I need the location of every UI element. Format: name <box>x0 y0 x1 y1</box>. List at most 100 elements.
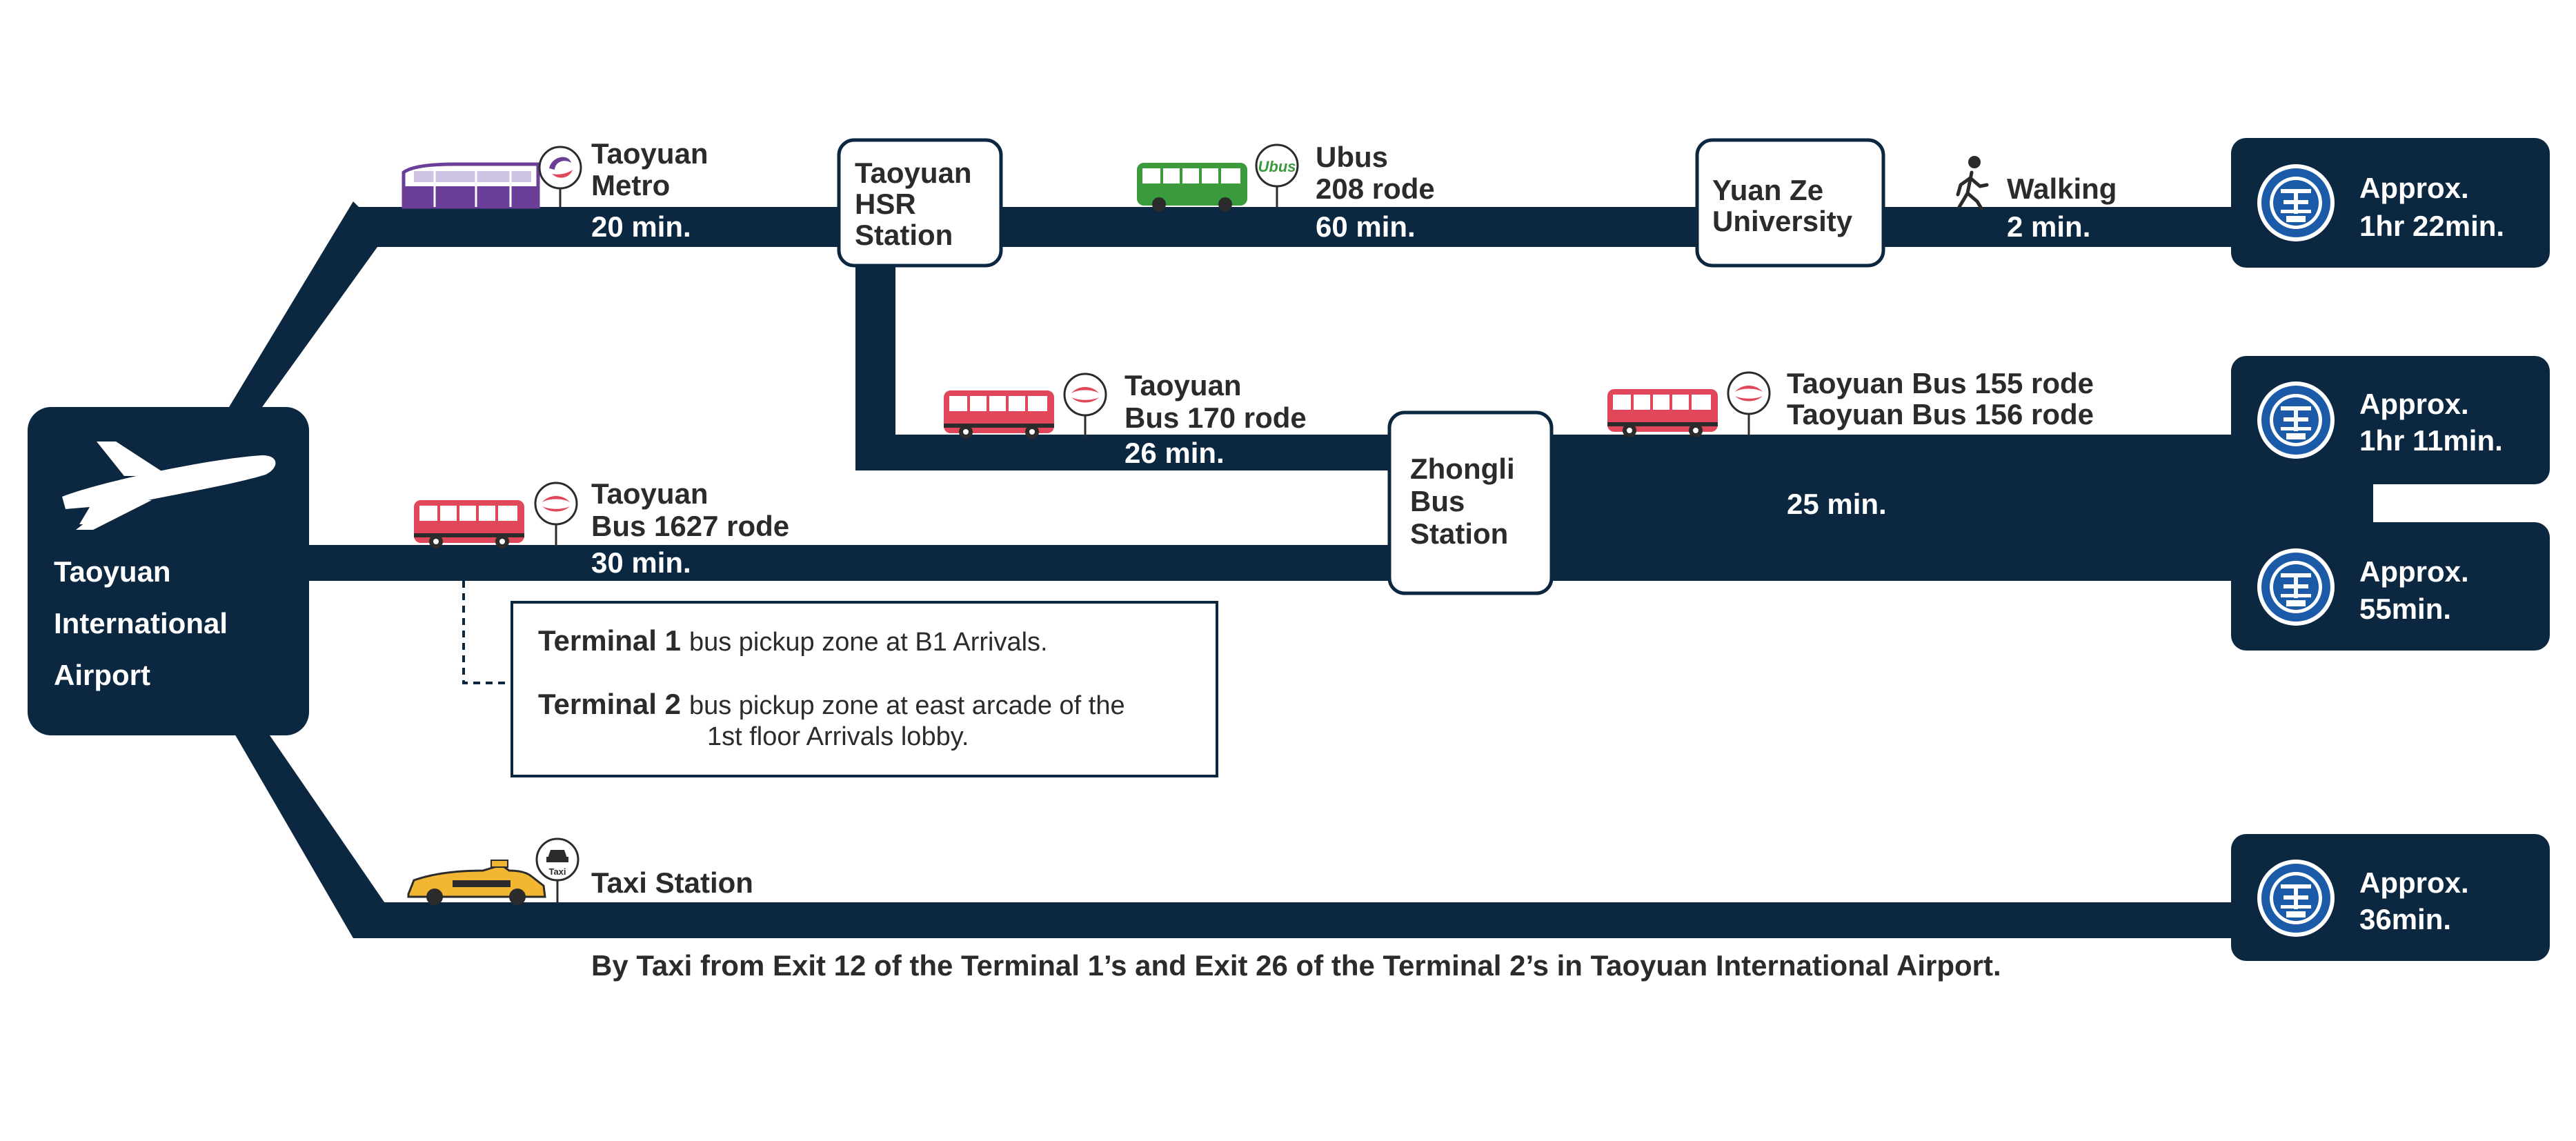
svg-text:25 min.: 25 min. <box>1787 488 1887 520</box>
airplane-icon <box>62 441 276 530</box>
metro-label-2: Metro <box>591 169 670 201</box>
svg-text:Station: Station <box>855 219 953 251</box>
airport-node: Taoyuan International Airport <box>28 407 309 735</box>
hsr-label-2: HSR <box>855 188 916 220</box>
svg-text:26 min.: 26 min. <box>1124 437 1225 469</box>
svg-text:Taxi: Taxi <box>548 866 566 877</box>
metro-time: 20 min. <box>591 210 691 243</box>
taxi-sign-icon: Taxi <box>535 837 579 902</box>
bus-170-label-2: Bus 170 rode <box>1124 401 1307 434</box>
svg-text:University: University <box>1712 205 1853 237</box>
note-terminal-2-text: bus pickup zone at east arcade of the <box>689 691 1125 720</box>
svg-text:Ubus: Ubus <box>1316 141 1388 173</box>
bus-1627-sign-icon <box>534 482 578 548</box>
svg-text:Yuan Ze: Yuan Ze <box>1712 174 1823 206</box>
route-lines <box>228 201 2459 938</box>
destination-4-label-1: Approx. <box>2359 866 2469 899</box>
walking-icon <box>1956 156 1989 210</box>
bus-1627-time: 30 min. <box>591 546 691 579</box>
taxi-car-icon <box>407 860 546 905</box>
hsr-station-node: Taoyuan HSR Station <box>837 138 1003 268</box>
walking-time: 2 min. <box>2007 210 2090 243</box>
university-seal-icon <box>2257 164 2335 241</box>
svg-text:Taoyuan: Taoyuan <box>855 157 972 189</box>
bus-170-time: 26 min. <box>1124 437 1225 469</box>
svg-text:Taoyuan Bus 156 rode: Taoyuan Bus 156 rode <box>1787 398 2094 430</box>
svg-text:2 min.: 2 min. <box>2007 210 2090 243</box>
note-terminal-2-label: Terminal 2 <box>538 688 681 720</box>
destination-3-label-2: 55min. <box>2359 593 2451 625</box>
bus-170-icon <box>942 389 1056 440</box>
university-seal-icon <box>2257 381 2335 459</box>
note-terminal-2-text-2: 1st floor Arrivals lobby. <box>707 722 969 751</box>
hsr-label-1: Taoyuan <box>855 157 972 189</box>
zhongli-station-node: Zhongli Bus Station <box>1387 410 1554 595</box>
destination-2-label-1: Approx. <box>2359 388 2469 420</box>
svg-text:Approx.: Approx. <box>2359 388 2469 420</box>
svg-text:Bus 1627 rode: Bus 1627 rode <box>591 510 789 542</box>
ubus-logo-text: Ubus <box>1258 158 1296 175</box>
svg-text:1hr 11min.: 1hr 11min. <box>2359 424 2503 457</box>
svg-text:30 min.: 30 min. <box>591 546 691 579</box>
bus-1627-label-1: Taoyuan <box>591 477 709 510</box>
svg-text:Taoyuan Bus 155 rode: Taoyuan Bus 155 rode <box>1787 367 2094 399</box>
svg-text:Taoyuan: Taoyuan <box>54 555 171 588</box>
svg-text:Taoyuan: Taoyuan <box>591 477 709 510</box>
airport-label-3: Airport <box>54 659 150 691</box>
metro-sign-icon <box>538 146 582 207</box>
metro-train-icon <box>402 162 540 209</box>
svg-text:Approx.: Approx. <box>2359 555 2469 588</box>
bus-155-time: 25 min. <box>1787 488 1887 520</box>
note-connector <box>462 581 512 684</box>
svg-text:Bus: Bus <box>1410 485 1465 517</box>
university-seal-icon <box>2257 548 2335 626</box>
university-seal-icon <box>2257 860 2335 937</box>
svg-text:Taoyuan: Taoyuan <box>591 137 709 170</box>
ubus-label-2: 208 rode <box>1316 172 1435 205</box>
destination-1: Approx. 1hr 22min. <box>2231 138 2550 268</box>
taxi-label: Taxi Station <box>591 866 753 899</box>
svg-text:Bus 170 rode: Bus 170 rode <box>1124 401 1307 434</box>
svg-text:1st floor Arrivals lobby.: 1st floor Arrivals lobby. <box>707 722 969 751</box>
airport-label-2: International <box>54 607 228 639</box>
yuanze-node: Yuan Ze University <box>1695 138 1885 268</box>
hsr-label-3: Station <box>855 219 953 251</box>
destination-3-label-1: Approx. <box>2359 555 2469 588</box>
airport-label-1: Taoyuan <box>54 555 171 588</box>
walking-label: Walking <box>2007 172 2117 205</box>
svg-text:HSR: HSR <box>855 188 916 220</box>
zhongli-label-2: Bus <box>1410 485 1465 517</box>
ubus-sign-icon: Ubus <box>1255 143 1299 207</box>
bus-170-sign-icon <box>1063 373 1107 439</box>
svg-text:55min.: 55min. <box>2359 593 2451 625</box>
svg-text:Walking: Walking <box>2007 172 2117 205</box>
destination-4: Approx. 36min. <box>2231 834 2550 961</box>
svg-text:Metro: Metro <box>591 169 670 201</box>
svg-text:Station: Station <box>1410 517 1508 550</box>
destination-1-label-2: 1hr 22min. <box>2359 210 2504 242</box>
destination-1-label-1: Approx. <box>2359 172 2469 204</box>
bus-1627-icon <box>413 499 526 550</box>
destination-2-label-2: 1hr 11min. <box>2359 424 2503 457</box>
svg-text:20 min.: 20 min. <box>591 210 691 243</box>
svg-text:Ubus: Ubus <box>1258 158 1296 175</box>
svg-text:36min.: 36min. <box>2359 903 2451 935</box>
note-terminal-1-text: bus pickup zone at B1 Arrivals. <box>689 628 1048 657</box>
bus-1627-label-2: Bus 1627 rode <box>591 510 789 542</box>
yuanze-label-2: University <box>1712 205 1853 237</box>
bus-170-label-1: Taoyuan <box>1124 369 1242 401</box>
bus-155-icon <box>1606 388 1719 439</box>
destination-4-label-2: 36min. <box>2359 903 2451 935</box>
svg-text:208 rode: 208 rode <box>1316 172 1435 205</box>
bus-155-label-1: Taoyuan Bus 155 rode <box>1787 367 2094 399</box>
bus-155-label-2: Taoyuan Bus 156 rode <box>1787 398 2094 430</box>
svg-text:Airport: Airport <box>54 659 150 691</box>
svg-text:60 min.: 60 min. <box>1316 210 1416 243</box>
svg-text:Zhongli: Zhongli <box>1410 453 1515 485</box>
svg-text:Approx.: Approx. <box>2359 866 2469 899</box>
taxi-footer-note: By Taxi from Exit 12 of the Terminal 1’s… <box>591 949 2001 982</box>
svg-text:Taoyuan: Taoyuan <box>1124 369 1242 401</box>
